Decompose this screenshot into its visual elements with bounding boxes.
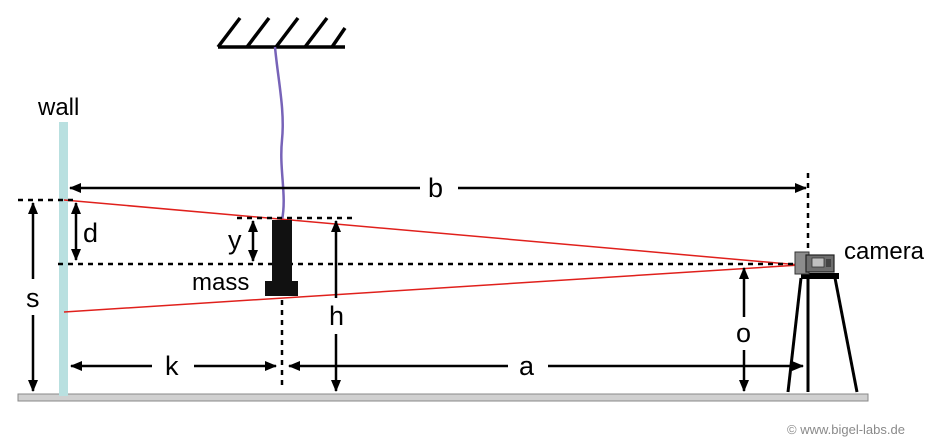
label-o: o xyxy=(736,318,751,348)
label-b: b xyxy=(428,173,443,203)
label-wall: wall xyxy=(37,94,79,121)
credit-text: © www.bigel-labs.de xyxy=(787,422,905,437)
label-d: d xyxy=(83,218,98,248)
label-h: h xyxy=(329,301,344,331)
label-a: a xyxy=(519,351,535,381)
wall xyxy=(59,122,68,396)
pendulum-string xyxy=(273,46,285,221)
mass-block xyxy=(265,220,298,296)
camera-icon xyxy=(794,251,835,275)
floor xyxy=(17,393,869,402)
dimension-arrows xyxy=(28,183,807,392)
sight-rays xyxy=(63,199,801,313)
label-mass: mass xyxy=(192,269,249,296)
label-y: y xyxy=(228,225,242,255)
ceiling-mount xyxy=(216,16,347,49)
tripod-head xyxy=(801,273,839,279)
label-s: s xyxy=(26,283,40,313)
label-camera: camera xyxy=(844,238,925,265)
tripod xyxy=(786,277,859,393)
label-k: k xyxy=(165,351,179,381)
